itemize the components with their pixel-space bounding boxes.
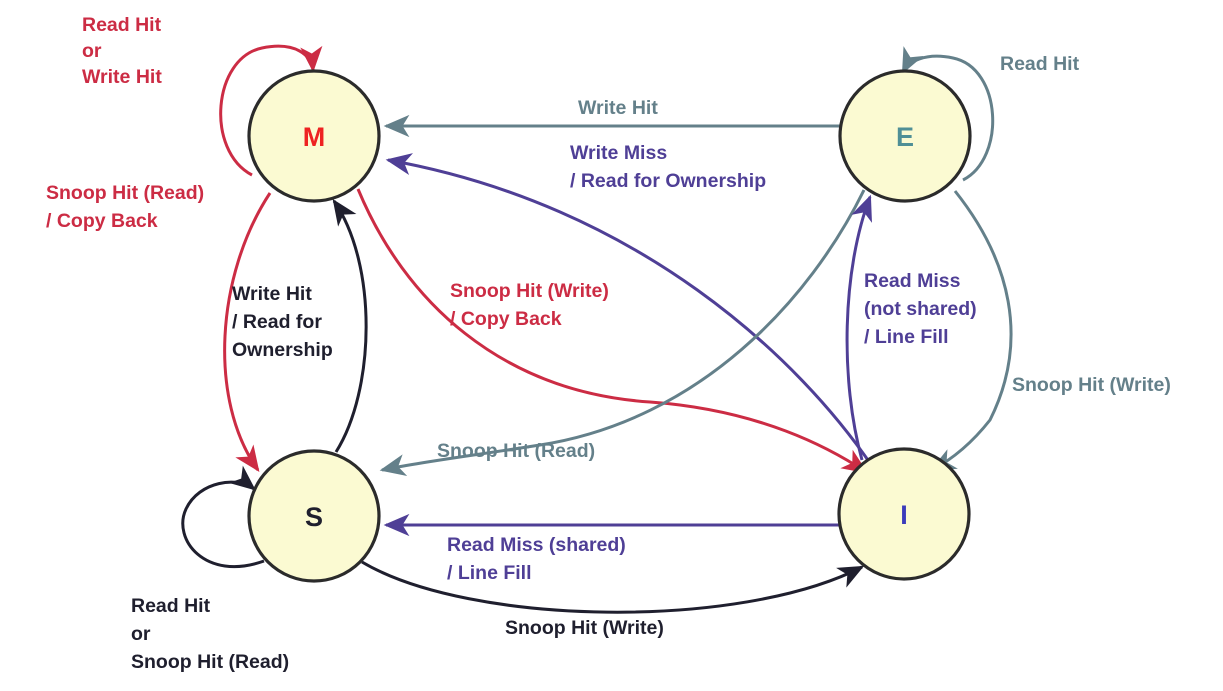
label-e-to-m: Write Hit — [578, 97, 658, 119]
label-m-self-line1: Read Hit — [82, 14, 162, 36]
label-m-to-s-line2: / Copy Back — [46, 210, 158, 232]
node-i-circle[interactable] — [837, 447, 971, 581]
label-m-to-s-line1: Snoop Hit (Read) — [46, 182, 204, 204]
node-s[interactable]: S — [247, 449, 381, 583]
node-i[interactable]: I — [837, 447, 971, 581]
edge-i-to-m — [385, 153, 874, 467]
node-m-label: M — [303, 122, 326, 152]
node-s-circle[interactable] — [247, 449, 381, 583]
label-e-to-i-line1: Snoop Hit (Write) — [1012, 374, 1171, 396]
label-s-to-i-line1: Snoop Hit (Write) — [505, 617, 664, 639]
label-s-to-m-line2: / Read for — [232, 311, 322, 333]
label-m-self-line3: Write Hit — [82, 66, 162, 88]
label-s-self-loop: Read Hit or Snoop Hit (Read) — [131, 595, 289, 673]
label-m-to-i-line2: / Copy Back — [450, 308, 562, 330]
label-m-to-i: Snoop Hit (Write) / Copy Back — [450, 280, 609, 330]
label-m-self-loop: Read Hit or Write Hit — [82, 14, 162, 88]
label-i-to-e-line3: / Line Fill — [864, 326, 949, 348]
label-e-to-s: Snoop Hit (Read) — [437, 440, 595, 462]
label-m-to-s: Snoop Hit (Read) / Copy Back — [46, 182, 204, 232]
node-i-label: I — [900, 500, 908, 530]
node-e[interactable]: E — [838, 69, 972, 203]
edge-i-to-e — [845, 194, 872, 461]
edge-s-self-loop — [181, 465, 265, 568]
label-e-self-line1: Read Hit — [1000, 53, 1080, 75]
edge-e-to-s — [379, 189, 866, 477]
edge-m-to-s — [223, 192, 272, 472]
label-e-to-s-line1: Snoop Hit (Read) — [437, 440, 595, 462]
label-i-to-e-line1: Read Miss — [864, 270, 961, 292]
edge-m-self-loop — [219, 44, 323, 177]
node-s-label: S — [305, 502, 323, 532]
label-m-to-i-line1: Snoop Hit (Write) — [450, 280, 609, 302]
label-m-self-line2: or — [82, 40, 102, 62]
node-m[interactable]: M — [247, 69, 381, 203]
label-i-to-s-line2: / Line Fill — [447, 562, 532, 584]
node-e-circle[interactable] — [838, 69, 972, 203]
edge-s-to-i — [361, 560, 865, 614]
label-i-to-s-line1: Read Miss (shared) — [447, 534, 626, 556]
node-m-circle[interactable] — [247, 69, 381, 203]
label-i-to-e-line2: (not shared) — [864, 298, 977, 320]
edge-s-to-m — [332, 199, 368, 453]
edge-m-to-i — [356, 188, 868, 474]
edge-e-to-i — [929, 190, 1013, 472]
label-e-to-i: Snoop Hit (Write) — [1012, 374, 1171, 396]
label-s-self-line3: Snoop Hit (Read) — [131, 651, 289, 673]
node-e-label: E — [896, 122, 914, 152]
label-i-to-m-line1: Write Miss — [570, 142, 667, 164]
label-i-to-s: Read Miss (shared) / Line Fill — [447, 534, 626, 584]
label-e-self-loop: Read Hit — [1000, 53, 1080, 75]
label-s-self-line2: or — [131, 623, 151, 645]
label-e-to-m-line1: Write Hit — [578, 97, 658, 119]
label-i-to-m-line2: / Read for Ownership — [570, 170, 766, 192]
label-s-self-line1: Read Hit — [131, 595, 211, 617]
label-s-to-i: Snoop Hit (Write) — [505, 617, 664, 639]
label-s-to-m: Write Hit / Read for Ownership — [232, 283, 333, 361]
label-i-to-e: Read Miss (not shared) / Line Fill — [864, 270, 977, 348]
label-s-to-m-line1: Write Hit — [232, 283, 312, 305]
label-i-to-m: Write Miss / Read for Ownership — [570, 142, 766, 192]
edge-e-self-loop — [901, 46, 995, 182]
label-s-to-m-line3: Ownership — [232, 339, 333, 361]
